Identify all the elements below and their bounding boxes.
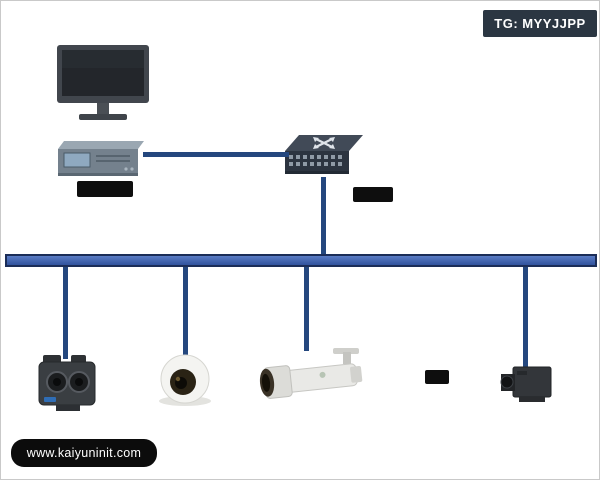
switch-label-badge [353, 187, 393, 202]
connector-bus-bullet [304, 267, 309, 351]
connector-bus-dome [183, 267, 188, 357]
switch-device [285, 135, 363, 177]
box-camera-icon [500, 366, 552, 402]
connector-nvr-switch [143, 152, 289, 157]
connector-bus-binocular [63, 267, 68, 359]
nvr-label-badge [77, 181, 133, 197]
switch-icon [285, 135, 363, 174]
tag-badge: TG: MYYJJPP [483, 10, 597, 37]
bus-line [5, 254, 597, 267]
dome-camera-device [153, 353, 217, 407]
box-camera-device [499, 361, 559, 409]
monitor-device [39, 43, 167, 123]
binocular-camera-device [36, 353, 98, 413]
bullet-camera-device [253, 346, 371, 404]
dome-camera-icon [159, 354, 211, 406]
connector-bus-box [523, 267, 528, 367]
nvr-icon [58, 141, 144, 176]
bullet-camera-icon [259, 348, 363, 399]
connector-switch-bus [321, 177, 326, 255]
monitor-icon [57, 45, 149, 120]
camera-label-badge [425, 370, 449, 384]
binocular-camera-icon [38, 355, 96, 411]
website-badge: www.kaiyuninit.com [11, 439, 157, 467]
nvr-device [56, 141, 144, 179]
